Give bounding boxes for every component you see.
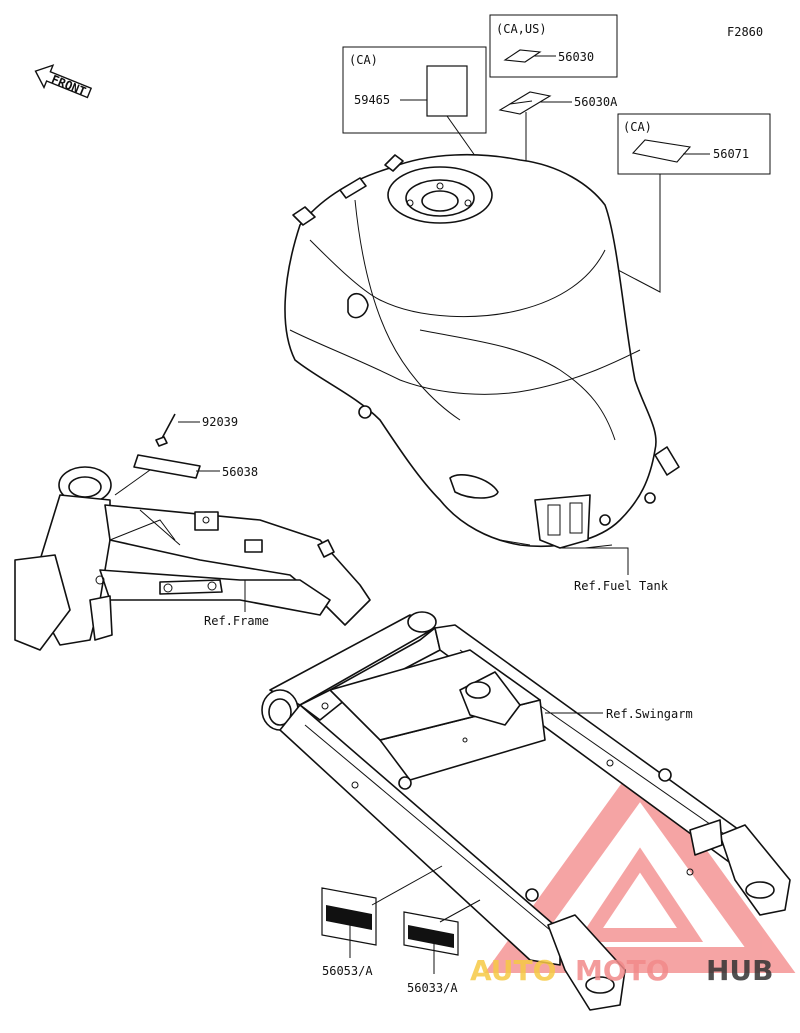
part-56038: 56038 bbox=[222, 465, 258, 479]
label-sticker-56071 bbox=[631, 139, 692, 163]
watermark-logo-icon bbox=[484, 757, 796, 973]
region-ca-2: (CA) bbox=[623, 120, 652, 134]
front-arrow-icon: FRONT bbox=[34, 64, 93, 99]
part-56030: 56030 bbox=[558, 50, 594, 64]
part-56030a: 56030A bbox=[574, 95, 618, 109]
label-sticker-59465 bbox=[426, 65, 468, 117]
region-ca-1: (CA) bbox=[349, 53, 378, 67]
watermark-part2: MOTO bbox=[575, 954, 670, 987]
callout-56030[interactable]: (CA,US) 56030 bbox=[489, 14, 618, 78]
callout-56071[interactable]: (CA) 56071 bbox=[617, 113, 771, 175]
label-sticker-56030a bbox=[498, 91, 552, 115]
label-56033[interactable]: 56033/A bbox=[403, 899, 481, 995]
rivet-92039[interactable]: 92039 bbox=[155, 413, 238, 447]
part-56053: 56053/A bbox=[322, 964, 373, 978]
part-92039: 92039 bbox=[202, 415, 238, 429]
ref-fuel-tank: Ref.Fuel Tank bbox=[574, 579, 669, 593]
watermark-part3: HUB bbox=[706, 954, 774, 987]
ref-swingarm: Ref.Swingarm bbox=[606, 707, 693, 721]
ref-frame: Ref.Frame bbox=[204, 614, 269, 628]
label-56053[interactable]: 56053/A bbox=[321, 865, 443, 978]
callout-56030a[interactable]: 56030A bbox=[498, 91, 618, 115]
part-56033: 56033/A bbox=[407, 981, 458, 995]
plate-56038[interactable]: 56038 bbox=[114, 454, 258, 496]
fuel-tank bbox=[284, 153, 680, 549]
label-sticker-56030 bbox=[503, 49, 542, 63]
part-56071: 56071 bbox=[713, 147, 749, 161]
figure-code: F2860 bbox=[727, 25, 763, 39]
front-label: FRONT bbox=[49, 72, 88, 99]
frame bbox=[14, 466, 371, 651]
callout-59465[interactable]: (CA) 59465 bbox=[342, 46, 487, 134]
watermark-text: AUTO MOTO HUB bbox=[470, 954, 774, 987]
swingarm bbox=[261, 611, 791, 1011]
watermark-part1: AUTO bbox=[470, 954, 556, 987]
region-ca-us: (CA,US) bbox=[496, 22, 547, 36]
part-59465: 59465 bbox=[354, 93, 390, 107]
